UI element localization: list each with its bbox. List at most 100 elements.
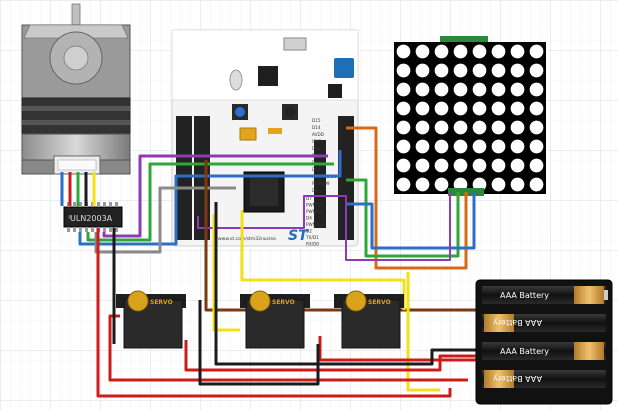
- led-dot: [415, 44, 430, 59]
- led-dot: [396, 120, 411, 135]
- battery-3-label: AAA Battery: [500, 347, 549, 356]
- servo-3-label: SERVO: [368, 299, 391, 306]
- led-dot: [472, 120, 487, 135]
- pin-label-b-4: PWM/D3: [306, 222, 324, 227]
- battery-4: AAA Battery: [482, 370, 606, 388]
- pin-label-a-9: PWM/D9: [312, 181, 330, 186]
- uln2003-label: ULN2003A: [70, 214, 113, 223]
- led-dot: [415, 63, 430, 78]
- pin-label-a-10: D8: [312, 188, 318, 193]
- pin-label-a-3: GND: [312, 139, 322, 144]
- led-dot: [529, 139, 544, 154]
- led-dot: [472, 44, 487, 59]
- led-dot: [491, 158, 506, 173]
- led-dot: [491, 120, 506, 135]
- led-dot: [529, 63, 544, 78]
- pin-label-b-3: D4: [306, 216, 312, 221]
- servo-2: SERVO: [240, 290, 310, 349]
- pin-label-a-0: D15: [312, 118, 321, 123]
- led-dot: [491, 82, 506, 97]
- led-dot: [491, 44, 506, 59]
- led-dot: [434, 63, 449, 78]
- led-dot: [434, 82, 449, 97]
- servo-3: SERVO: [334, 290, 404, 349]
- led-dot: [453, 158, 468, 173]
- led-dot: [434, 139, 449, 154]
- right-header: [314, 116, 354, 240]
- led-dot: [434, 158, 449, 173]
- led-dot: [396, 82, 411, 97]
- led-dot: [510, 82, 525, 97]
- pin-label-b-5: D2: [306, 229, 312, 234]
- led-dot: [434, 177, 449, 192]
- led-dot: [510, 44, 525, 59]
- led-dot: [396, 139, 411, 154]
- pin-label-b-1: PWM/D6: [306, 203, 324, 208]
- led-dot: [415, 120, 430, 135]
- led-dot: [491, 177, 506, 192]
- led-dot: [453, 44, 468, 59]
- led-dot: [472, 139, 487, 154]
- led-dot: [396, 158, 411, 173]
- battery-3: AAA Battery: [482, 342, 606, 360]
- pin-label-b-0: D7: [306, 196, 312, 201]
- battery-2: AAA Battery: [482, 314, 606, 332]
- led-dot: [453, 82, 468, 97]
- st-logo: ST: [288, 228, 309, 244]
- led-dot: [396, 177, 411, 192]
- led-matrix: [394, 36, 546, 196]
- led-dot: [453, 101, 468, 116]
- pin-label-a-1: D14: [312, 125, 321, 130]
- led-dot: [415, 82, 430, 97]
- uln2003-driver: ULN2003A: [63, 202, 123, 232]
- led-dot: [529, 82, 544, 97]
- battery-1-label: AAA Battery: [500, 291, 549, 300]
- led-dot: [510, 101, 525, 116]
- led-dot: [510, 63, 525, 78]
- led-dot: [434, 44, 449, 59]
- battery-4-label: AAA Battery: [493, 374, 542, 383]
- led-dot: [415, 139, 430, 154]
- led-dot: [529, 44, 544, 59]
- led-dot: [472, 158, 487, 173]
- led-dot: [434, 101, 449, 116]
- battery-2-label: AAA Battery: [493, 318, 542, 327]
- led-dot: [529, 101, 544, 116]
- led-dot: [472, 63, 487, 78]
- board-url: www.st.com/stm32nucleo: [218, 236, 276, 242]
- stepper-motor: [21, 3, 131, 175]
- pin-label-b-7: RX/D0: [306, 242, 319, 247]
- nucleo-board: D15D14AVDDGNDD13D12D11D10PWM/CS/D10PWM/D…: [171, 29, 359, 247]
- led-dot: [415, 158, 430, 173]
- led-dot: [529, 120, 544, 135]
- pin-label-a-4: D13: [312, 146, 321, 151]
- pin-label-a-7: D10: [312, 167, 321, 172]
- pin-label-b-6: TX/D1: [305, 235, 319, 240]
- led-dot: [510, 177, 525, 192]
- led-dot: [415, 177, 430, 192]
- pin-label-b-2: PWM/D5: [306, 209, 324, 214]
- led-dot: [396, 44, 411, 59]
- servo-2-label: SERVO: [272, 299, 295, 306]
- led-dot: [453, 63, 468, 78]
- led-dot: [510, 158, 525, 173]
- led-dot: [396, 101, 411, 116]
- led-dot: [472, 177, 487, 192]
- led-dot: [396, 63, 411, 78]
- led-dot: [453, 177, 468, 192]
- led-dot: [472, 101, 487, 116]
- led-dot: [529, 158, 544, 173]
- battery-pack: AAA Battery AAA Battery AAA Battery AAA …: [475, 279, 613, 405]
- led-dot: [434, 120, 449, 135]
- led-dot: [453, 120, 468, 135]
- battery-1: AAA Battery: [482, 286, 608, 304]
- led-dot: [491, 101, 506, 116]
- led-dot: [510, 120, 525, 135]
- servo-1: SERVO: [116, 290, 186, 349]
- led-dot: [491, 139, 506, 154]
- servo-1-label: SERVO: [150, 299, 173, 306]
- led-dot: [453, 139, 468, 154]
